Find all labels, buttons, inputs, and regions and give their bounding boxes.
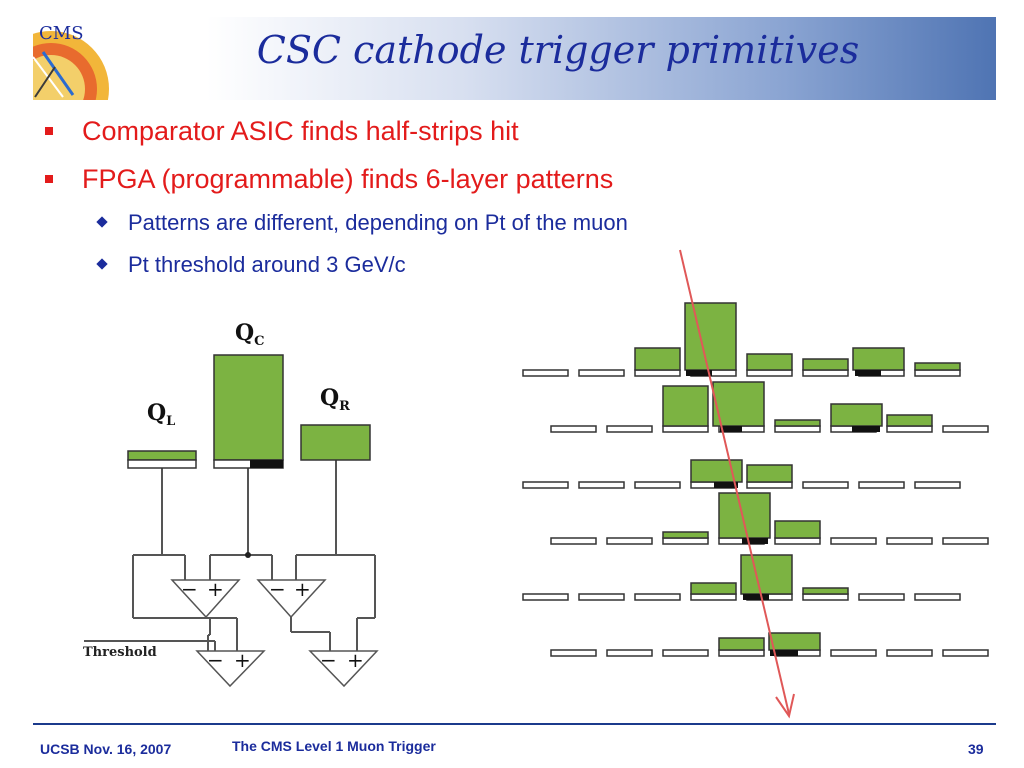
muon-track-arrow xyxy=(679,249,790,715)
op-minus-sign: − xyxy=(269,577,286,601)
op-minus-sign: − xyxy=(320,648,337,672)
cms-logo: CMS xyxy=(33,17,123,100)
qc-label: QC xyxy=(235,320,265,349)
qr-label: QR xyxy=(320,385,350,414)
op-minus-sign: − xyxy=(207,648,224,672)
page-number: 39 xyxy=(968,741,984,757)
threshold-amp-left xyxy=(195,650,266,688)
ql-strip xyxy=(127,459,197,469)
op-plus-sign: + xyxy=(294,577,311,601)
slide-title: CSC cathode trigger primitives xyxy=(256,28,860,72)
comparator-amp-left xyxy=(170,579,241,619)
op-plus-sign: + xyxy=(347,648,364,672)
arrowhead-icon xyxy=(775,693,795,719)
qr-charge-bar xyxy=(300,424,371,461)
qc-half-strip-hit xyxy=(250,460,283,468)
op-plus-sign: + xyxy=(234,648,251,672)
footer-divider xyxy=(33,723,996,725)
comparator-amp-right xyxy=(256,579,327,619)
svg-text:CMS: CMS xyxy=(39,23,84,44)
square-bullet-icon xyxy=(45,175,53,183)
op-plus-sign: + xyxy=(207,577,224,601)
footer-title: The CMS Level 1 Muon Trigger xyxy=(232,738,436,754)
junction-dot xyxy=(245,552,251,558)
title-bar xyxy=(33,17,996,100)
square-bullet-icon xyxy=(45,127,53,135)
op-minus-sign: − xyxy=(181,577,198,601)
footer-date: UCSB Nov. 16, 2007 xyxy=(40,741,172,757)
qc-charge-bar xyxy=(213,354,284,461)
threshold-amp-right xyxy=(308,650,379,688)
threshold-label: Threshold xyxy=(83,645,157,660)
ql-label: QL xyxy=(147,400,175,429)
